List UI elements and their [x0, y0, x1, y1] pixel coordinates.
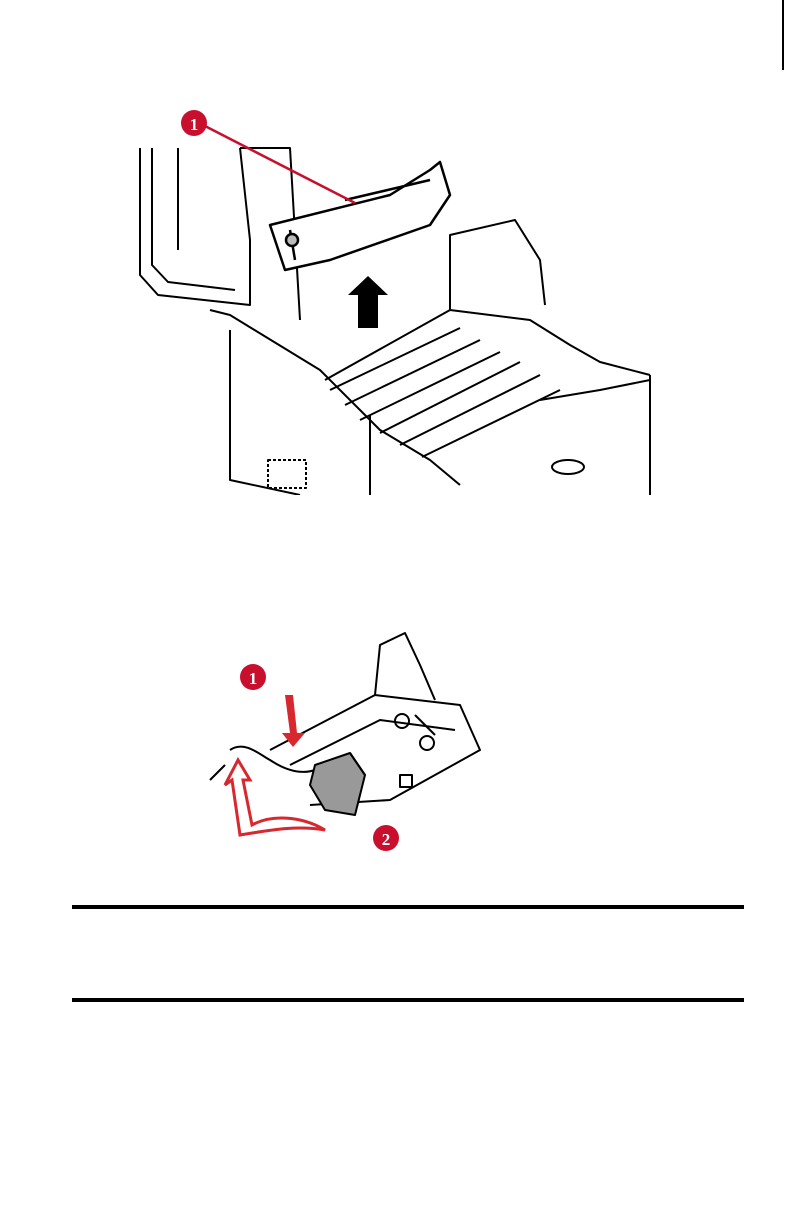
- callout-1-label: 1: [190, 115, 199, 134]
- margin-rule: [782, 0, 784, 70]
- callout-1-label: 1: [249, 669, 258, 688]
- up-arrow-icon: [348, 276, 388, 328]
- press-arrow-icon: [282, 695, 305, 747]
- note-rule-bottom: [72, 998, 744, 1002]
- fuser-lever-illustration: 1 2: [190, 625, 490, 855]
- printer-fuser-removal-icon: 1: [130, 100, 660, 495]
- note-rule-top: [72, 905, 744, 909]
- callout-2-label: 2: [382, 830, 391, 849]
- printer-fuser-illustration: 1: [130, 100, 660, 495]
- fuser-lever-release-icon: 1 2: [190, 625, 490, 855]
